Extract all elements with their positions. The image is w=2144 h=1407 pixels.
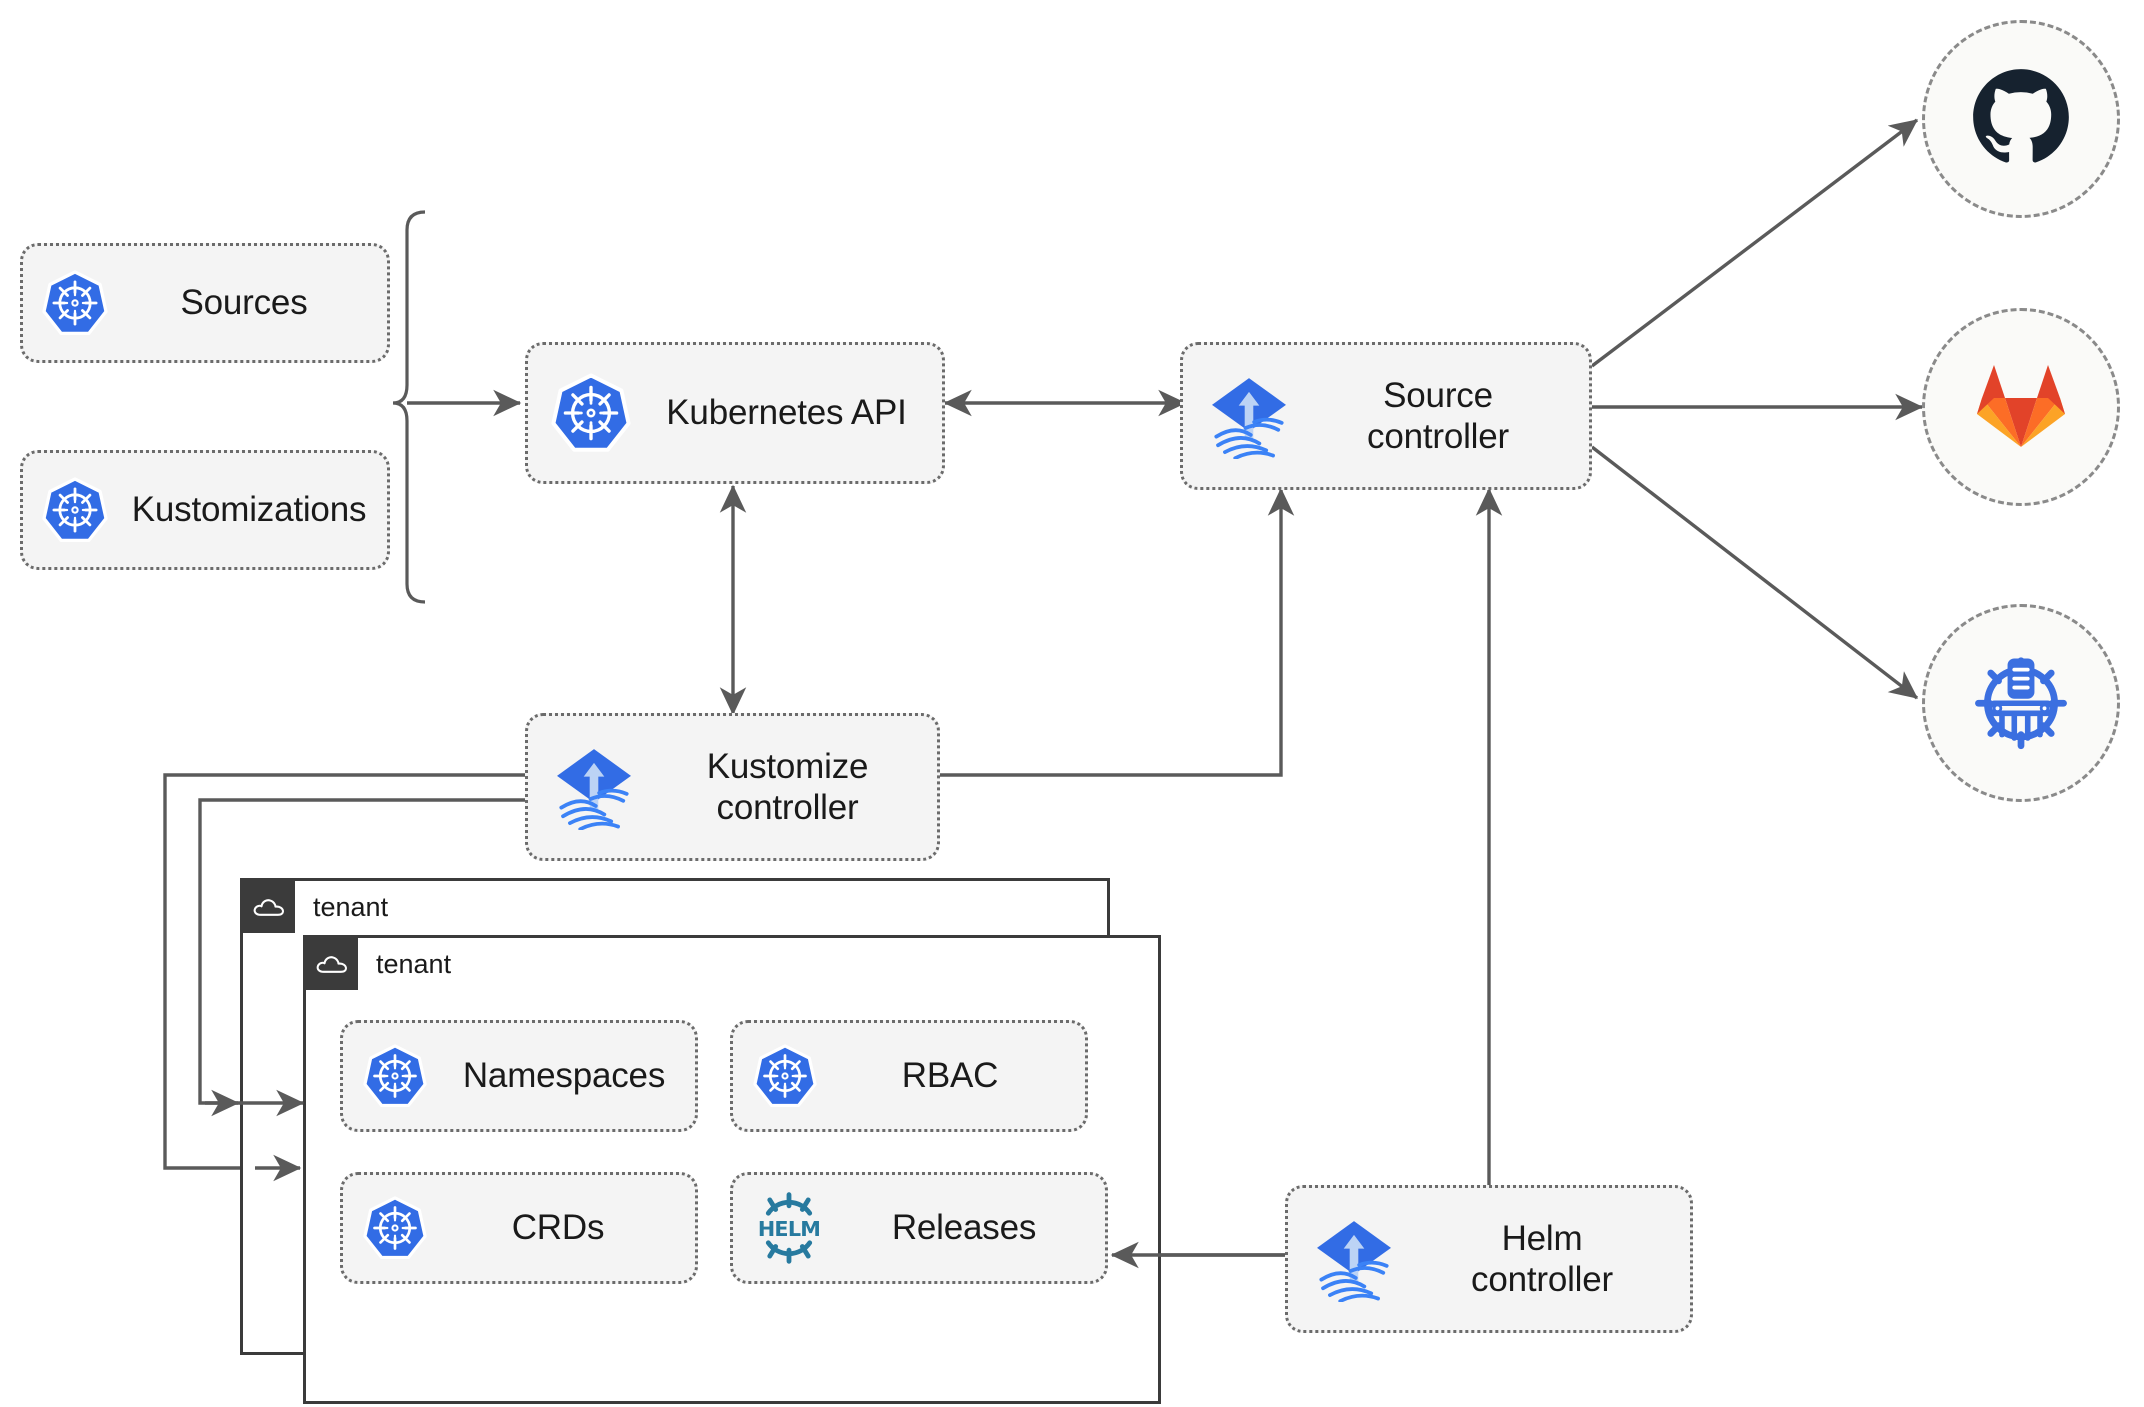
node-helm-controller[interactable]: Helm controller — [1285, 1185, 1693, 1333]
node-source-controller[interactable]: Source controller — [1180, 342, 1592, 490]
tenant-header: tenant — [243, 881, 388, 933]
node-label: Releases — [891, 1208, 1037, 1248]
tenant-panel-front[interactable]: tenant — [303, 935, 1161, 1404]
gitlab-icon — [1971, 355, 2071, 460]
helm-repository-icon — [1965, 645, 2077, 762]
kubernetes-icon — [343, 1196, 447, 1260]
node-label: Kustomize controller — [706, 746, 869, 827]
provider-gitlab[interactable] — [1922, 308, 2120, 506]
flux-icon — [1288, 1216, 1420, 1302]
tenant-label: tenant — [376, 948, 452, 979]
provider-github[interactable] — [1922, 20, 2120, 218]
github-icon — [1969, 65, 2073, 174]
node-kubernetes-api[interactable]: Kubernetes API — [525, 342, 945, 484]
kubernetes-icon — [23, 270, 127, 336]
kubernetes-icon — [528, 373, 653, 453]
node-namespaces[interactable]: Namespaces — [340, 1020, 698, 1132]
node-releases[interactable]: Releases — [730, 1172, 1108, 1284]
kubernetes-icon — [733, 1044, 837, 1108]
kubernetes-icon — [343, 1044, 447, 1108]
provider-helm-repository[interactable] — [1922, 604, 2120, 802]
node-label: Kustomizations — [131, 490, 367, 530]
node-label: Namespaces — [462, 1056, 666, 1096]
cloud-icon — [306, 938, 358, 990]
node-label: Kubernetes API — [666, 393, 907, 433]
tenant-label: tenant — [313, 891, 389, 922]
cloud-icon — [243, 881, 295, 933]
helm-icon — [733, 1191, 845, 1265]
node-rbac[interactable]: RBAC — [730, 1020, 1088, 1132]
node-label: Source controller — [1367, 375, 1509, 456]
node-sources[interactable]: Sources — [20, 243, 390, 363]
flux-icon — [1183, 373, 1315, 459]
node-label: Helm controller — [1471, 1218, 1613, 1299]
node-kustomizations[interactable]: Kustomizations — [20, 450, 390, 570]
node-crds[interactable]: CRDs — [340, 1172, 698, 1284]
node-kustomize-controller[interactable]: Kustomize controller — [525, 713, 940, 861]
node-label: CRDs — [511, 1208, 605, 1248]
flux-icon — [528, 744, 660, 830]
node-label: Sources — [180, 283, 308, 323]
kubernetes-icon — [23, 477, 127, 543]
node-label: RBAC — [901, 1056, 999, 1096]
tenant-header: tenant — [306, 938, 451, 990]
